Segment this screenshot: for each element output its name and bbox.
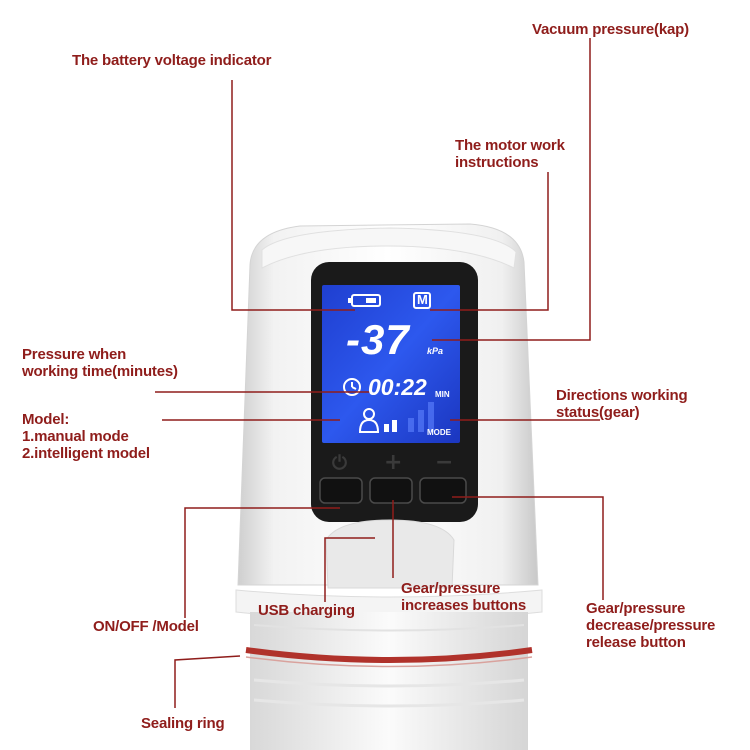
label-onoff: ON/OFF /Model bbox=[93, 618, 199, 635]
leader-sealing bbox=[174, 655, 241, 708]
label-model: Model: 1.manual mode 2.intelligent model bbox=[22, 411, 150, 462]
leader-gear-down bbox=[452, 496, 604, 600]
label-gear-down: Gear/pressure decrease/pressure release … bbox=[586, 600, 716, 651]
minus-icon: − bbox=[435, 450, 454, 475]
sealing-ring bbox=[245, 647, 533, 663]
label-pressure-time: Pressure when working time(minutes) bbox=[22, 346, 178, 380]
leader-lines bbox=[155, 38, 604, 708]
time-unit: MIN bbox=[435, 390, 450, 399]
label-sealing: Sealing ring bbox=[141, 715, 225, 732]
clock-icon bbox=[343, 378, 361, 396]
motor-badge: M bbox=[417, 292, 428, 307]
label-battery: The battery voltage indicator bbox=[72, 52, 272, 69]
power-button bbox=[319, 477, 363, 504]
label-gear-up: Gear/pressure increases buttons bbox=[401, 580, 526, 614]
pressure-value: -37 bbox=[346, 316, 410, 363]
plus-button bbox=[369, 477, 413, 504]
leader-vacuum bbox=[432, 38, 591, 341]
leader-usb bbox=[324, 537, 375, 602]
device-base bbox=[250, 612, 528, 750]
plus-icon: + bbox=[384, 450, 403, 475]
label-vacuum: Vacuum pressure(kap) bbox=[532, 21, 689, 38]
power-icon: ⏻ bbox=[332, 452, 348, 474]
device-cap bbox=[261, 227, 517, 269]
leader-battery bbox=[231, 80, 355, 311]
body-recess bbox=[325, 519, 455, 589]
time-value: 00:22 bbox=[368, 374, 427, 400]
label-directions: Directions working status(gear) bbox=[556, 387, 688, 421]
label-usb: USB charging bbox=[258, 602, 355, 619]
label-motor: The motor work instructions bbox=[455, 137, 565, 171]
model-icon bbox=[358, 408, 397, 433]
battery-icon bbox=[348, 294, 381, 307]
mode-label: MODE bbox=[427, 428, 451, 437]
pressure-unit: kPa bbox=[427, 346, 444, 356]
minus-button bbox=[419, 477, 467, 504]
gear-status-bars bbox=[408, 402, 434, 432]
leader-motor bbox=[430, 172, 549, 311]
leader-onoff bbox=[184, 507, 340, 618]
motor-badge-box bbox=[413, 292, 431, 309]
lcd-screen bbox=[322, 285, 460, 443]
